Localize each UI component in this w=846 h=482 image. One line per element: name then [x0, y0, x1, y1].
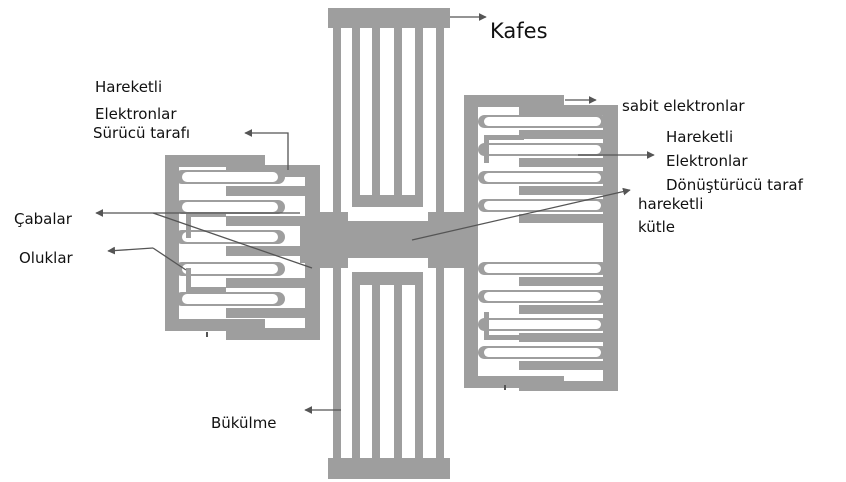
label-kafes: Kafes — [490, 19, 548, 43]
label-hareketli-elektronlar-left-line1: Hareketli — [95, 78, 163, 96]
label-hareketli-elektronlar-right-line2: Elektronlar — [666, 152, 748, 170]
label-surucu-tarafi: Sürücü tarafı — [93, 124, 191, 142]
label-hareketli-elektronlar-left-line2: Elektronlar — [95, 105, 177, 123]
label-hareketli-kutle-line1: hareketli — [638, 195, 704, 213]
label-hareketli-kutle-line2: kütle — [638, 218, 676, 236]
bottom-spring — [328, 268, 450, 479]
label-sabit-elektronlar: sabit elektronlar — [622, 97, 745, 115]
label-cabalar: Çabalar — [14, 210, 72, 228]
label-donusturucu-taraf: Dönüştürücü taraf — [666, 176, 803, 194]
top-spring — [328, 8, 450, 215]
left-comb — [165, 155, 320, 340]
leader-lines — [95, 13, 655, 414]
label-oluklar: Oluklar — [19, 249, 73, 267]
label-bukulme: Bükülme — [211, 414, 277, 432]
label-hareketli-elektronlar-right-line1: Hareketli — [666, 128, 734, 146]
